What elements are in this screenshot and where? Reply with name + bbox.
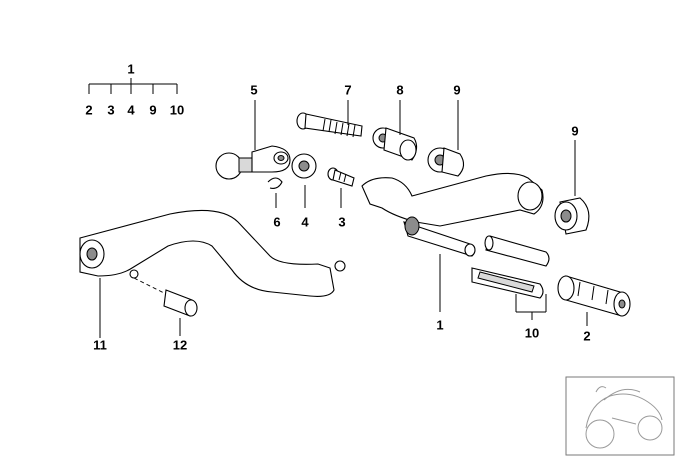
part-6-circlip [267,177,283,208]
label-10-group: 10 [170,102,184,117]
label-6: 6 [273,214,280,229]
label-2-group: 2 [85,102,92,117]
part-11-pedal-lever [79,209,346,338]
part-7-bolt [296,100,363,138]
part-1-shift-lever [361,172,544,312]
label-7: 7 [344,82,351,97]
label-3-group: 3 [107,102,114,117]
part-5-ball-joint [215,100,291,180]
label-12: 12 [173,337,187,352]
label-9-top: 9 [453,82,460,97]
label-8: 8 [396,82,403,97]
part-3-screw [327,167,355,208]
group-legend: 1 2 3 4 9 10 [85,61,184,117]
part-2-footpeg-rubber [557,275,631,326]
label-5: 5 [250,82,257,97]
label-1: 1 [436,317,443,332]
label-4-group: 4 [127,102,135,117]
label-2: 2 [583,328,590,343]
label-11: 11 [93,337,107,352]
part-12-bolt [133,277,198,336]
label-9-group: 9 [149,102,156,117]
part-9-bushing-right [554,140,590,235]
label-1-group: 1 [127,61,134,76]
motorcycle-thumbnail [565,376,675,456]
part-4-washer [291,153,317,208]
part-9-bushing-top [427,100,465,177]
label-9-right: 9 [571,123,578,138]
part-8-sleeve [372,100,418,161]
label-4: 4 [301,214,309,229]
part-10-rubber-sleeves [471,235,550,320]
label-10: 10 [525,325,539,340]
label-3: 3 [338,214,345,229]
